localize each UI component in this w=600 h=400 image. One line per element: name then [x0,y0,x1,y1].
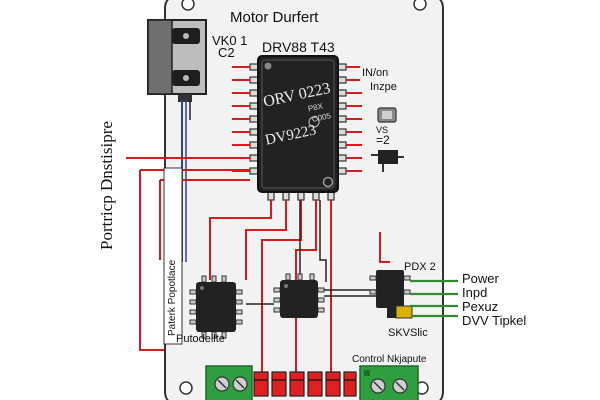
ic-left-bottom [189,275,243,339]
wires-dark-bottom [299,200,327,282]
pdx-label: PDX 2 [404,261,436,273]
wires-green-legend [410,279,458,318]
transistor-sot [371,150,404,172]
terminal-block-left [205,365,253,400]
wires-ic-to-pdx [246,289,376,305]
legend-input: Inpd [462,285,488,300]
pdx-chip [369,270,413,319]
vk-label-bottom: C2 [218,45,235,60]
right-small-vs: VS [376,125,389,135]
power-connector [147,19,207,102]
diagram-title: Motor Durfert [230,9,319,26]
mount-hole-top-left [181,0,195,11]
right-small-component [377,107,397,123]
right-label-inzpe: Inzpe [370,81,397,93]
left-side-label: Portricp Dnstisipre [97,121,116,250]
legend-power: Power [462,271,499,286]
wires-chip-right [346,66,362,172]
chip-header-label: DRV88 T43 [262,39,335,55]
skvslic-label: SKVSlic [388,327,428,339]
right-small-eq2: =2 [376,133,390,147]
vk-label-top: VK0 1 [212,33,248,48]
wire-right-red [379,232,390,263]
control-label: Control Nkjapute [352,354,427,365]
bottom-left-label: Putodellte [176,333,225,345]
ic-middle-bottom [273,273,325,318]
led-row [253,371,357,397]
vertical-label-box [163,167,183,345]
terminal-block-right [359,365,419,400]
right-label-inon: IN/on [362,67,389,79]
mount-hole-bottom-left [179,381,193,395]
legend-dvv: DVV Tipkel [462,313,527,328]
vertical-box-label: Paterk Popotlace [167,259,178,336]
legend-pexuz: Pexuz [462,299,499,314]
mount-hole-top-right [413,0,427,11]
